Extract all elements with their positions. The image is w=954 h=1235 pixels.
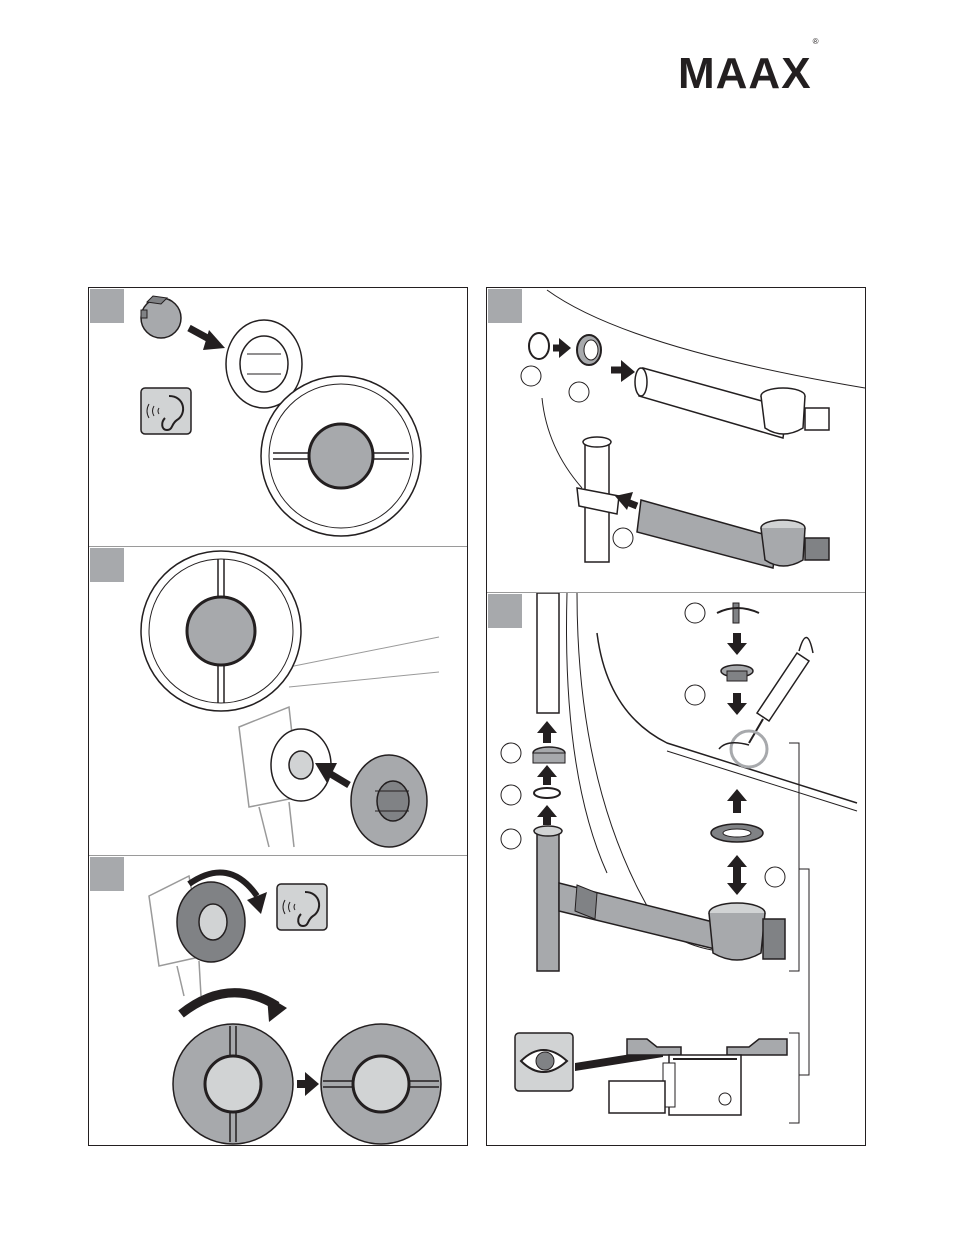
arrow-icon [727,789,747,813]
washer-icon [529,333,549,359]
arrow-icon [537,765,557,785]
overflow-cap-icon [141,296,181,338]
callout-marker [685,603,705,623]
step-5-section [487,593,865,1145]
step-5-illustration [487,593,865,1145]
step-2-section [89,547,467,855]
highlight-circle [731,731,767,767]
overflow-before-detail [173,1024,293,1144]
ear-icon [277,884,327,930]
step-1-illustration [89,288,467,546]
arrow-icon [189,328,225,350]
arrow-icon [553,338,571,358]
callout-marker [765,867,785,887]
rotate-arrow-icon [181,993,287,1022]
callout-marker [521,366,541,386]
right-instruction-panel [486,287,866,1146]
tee-pipe-icon [577,437,619,562]
brand-name: MAAX [678,49,812,98]
step-2-illustration [89,547,467,855]
stopper-icon [721,665,753,681]
arrow-icon [537,805,557,825]
drain-section-icon [609,1039,787,1115]
ear-icon [141,388,191,434]
callout-marker [569,382,589,402]
callout-marker [501,829,521,849]
step-1-section [89,288,467,546]
callout-marker [501,743,521,763]
double-arrow-icon [727,855,747,895]
drain-body-icon [709,903,785,960]
step-4-illustration [487,288,865,592]
drain-pipe-assembled-icon [637,500,829,568]
overflow-cover-icon [351,755,427,847]
step-3-section [89,856,467,1145]
arrow-icon [611,360,635,382]
tee-pipe-assembled-icon [534,826,717,971]
overflow-assembly-icon [177,882,245,962]
washer-icon [534,788,560,798]
overflow-after-detail [321,1024,441,1144]
slip-nut-icon [577,335,601,365]
slip-nut-icon [533,747,565,763]
arrow-icon [297,1072,319,1096]
brand-logo: MAAX® [678,52,819,96]
arrow-icon [537,721,557,743]
callout-marker [501,785,521,805]
overflow-elbow-icon [239,707,331,847]
left-instruction-panel [88,287,468,1146]
overflow-plate-detail [261,376,421,536]
caulk-gun-icon [749,637,813,743]
gasket-icon [711,824,763,842]
step-4-section [487,288,865,592]
callout-marker [613,528,633,548]
registered-mark: ® [813,37,820,46]
arrow-icon [727,693,747,715]
callout-marker [685,685,705,705]
overflow-plate-detail [141,551,301,711]
drain-pipe-icon [635,368,829,438]
eye-icon [515,1033,573,1091]
arrow-icon [727,633,747,655]
screw-icon [717,603,759,623]
step-3-illustration [89,856,467,1145]
